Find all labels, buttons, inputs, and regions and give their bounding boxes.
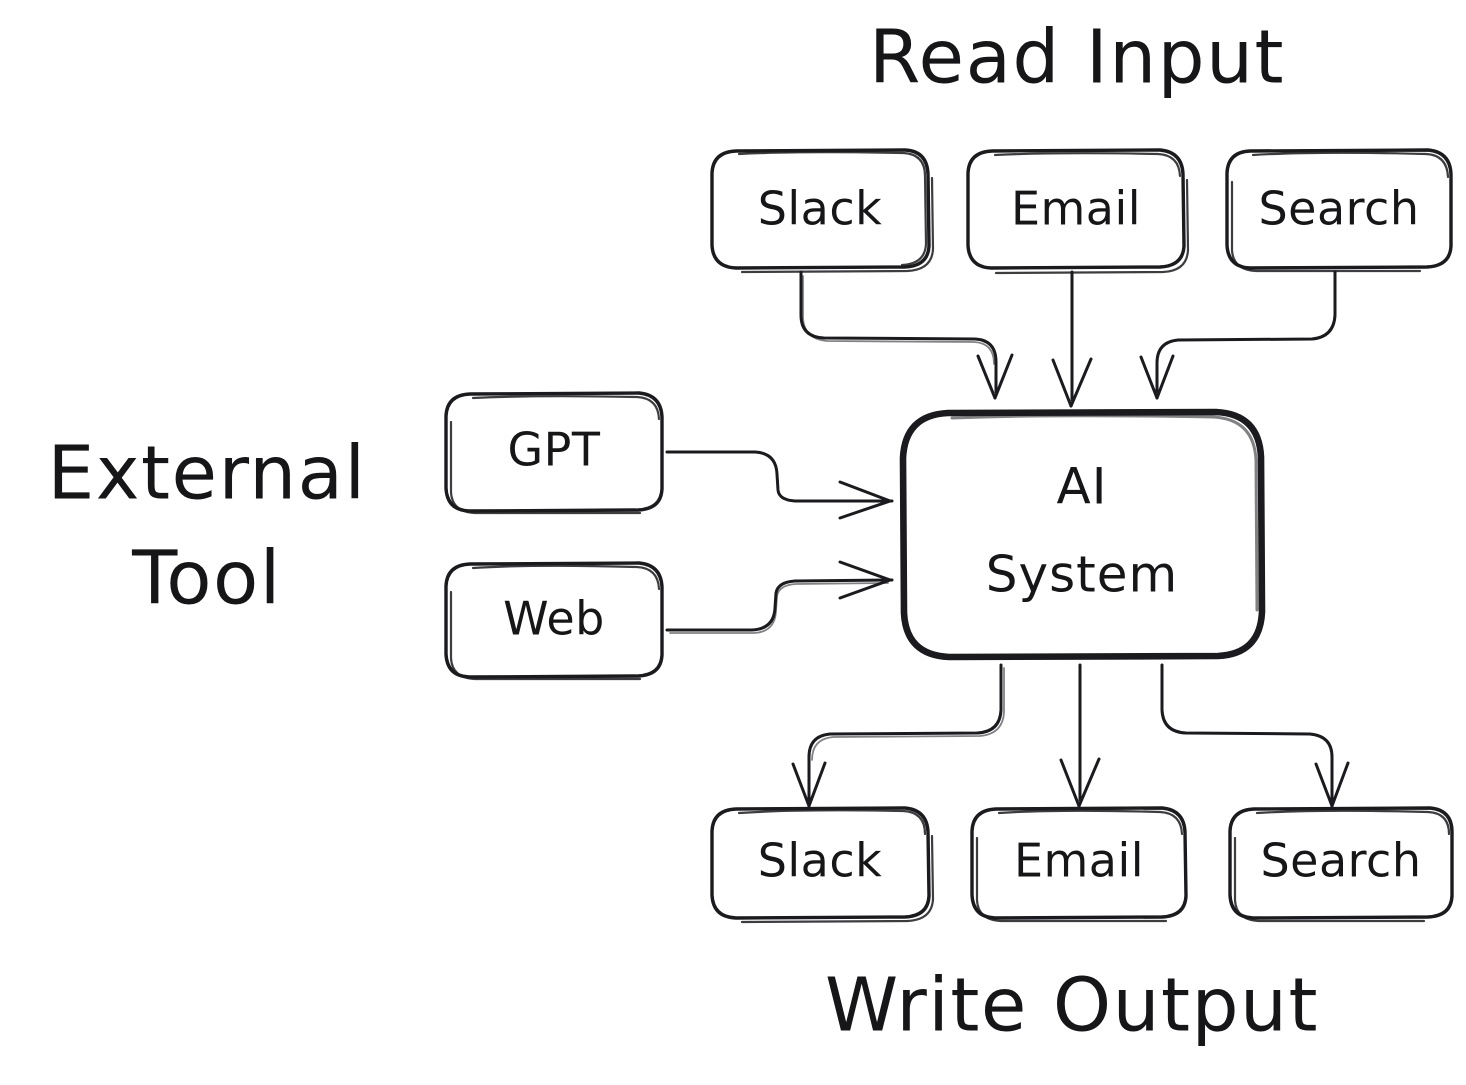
output-email-label: Email: [1014, 834, 1144, 888]
edge-search-to-ai: [1139, 270, 1337, 400]
section-title-external-tool-line1: External: [47, 431, 366, 517]
section-title-external-tool-line2: Tool: [131, 536, 282, 622]
output-search-label: Search: [1260, 834, 1421, 888]
edge-ai-to-slack: [791, 663, 1005, 808]
input-email-label: Email: [1011, 182, 1141, 236]
ai-system-label-line2: System: [986, 546, 1178, 604]
edge-ai-to-email: [1059, 663, 1101, 808]
edge-slack-to-ai: [799, 270, 1014, 400]
tool-web[interactable]: Web: [444, 561, 664, 681]
section-title-read-input: Read Input: [869, 15, 1285, 101]
input-search[interactable]: Search: [1225, 148, 1453, 273]
edge-gpt-to-ai: [665, 450, 894, 520]
section-title-write-output: Write Output: [825, 963, 1319, 1049]
tool-web-label: Web: [503, 592, 605, 646]
input-email[interactable]: Email: [966, 148, 1190, 275]
output-slack[interactable]: Slack: [710, 806, 935, 924]
tool-gpt[interactable]: GPT: [444, 391, 664, 515]
input-slack[interactable]: Slack: [710, 148, 935, 274]
output-email[interactable]: Email: [970, 806, 1188, 923]
input-search-label: Search: [1258, 182, 1419, 236]
ai-system-label-line1: AI: [1057, 458, 1108, 516]
tool-gpt-label: GPT: [508, 423, 601, 477]
edge-ai-to-search: [1160, 663, 1350, 808]
output-slack-label: Slack: [758, 834, 883, 888]
edge-email-to-ai: [1051, 270, 1093, 408]
output-search[interactable]: Search: [1228, 806, 1454, 923]
ai-system-node[interactable]: AI System: [899, 408, 1266, 661]
input-slack-label: Slack: [758, 182, 883, 236]
edge-web-to-ai: [665, 560, 894, 634]
